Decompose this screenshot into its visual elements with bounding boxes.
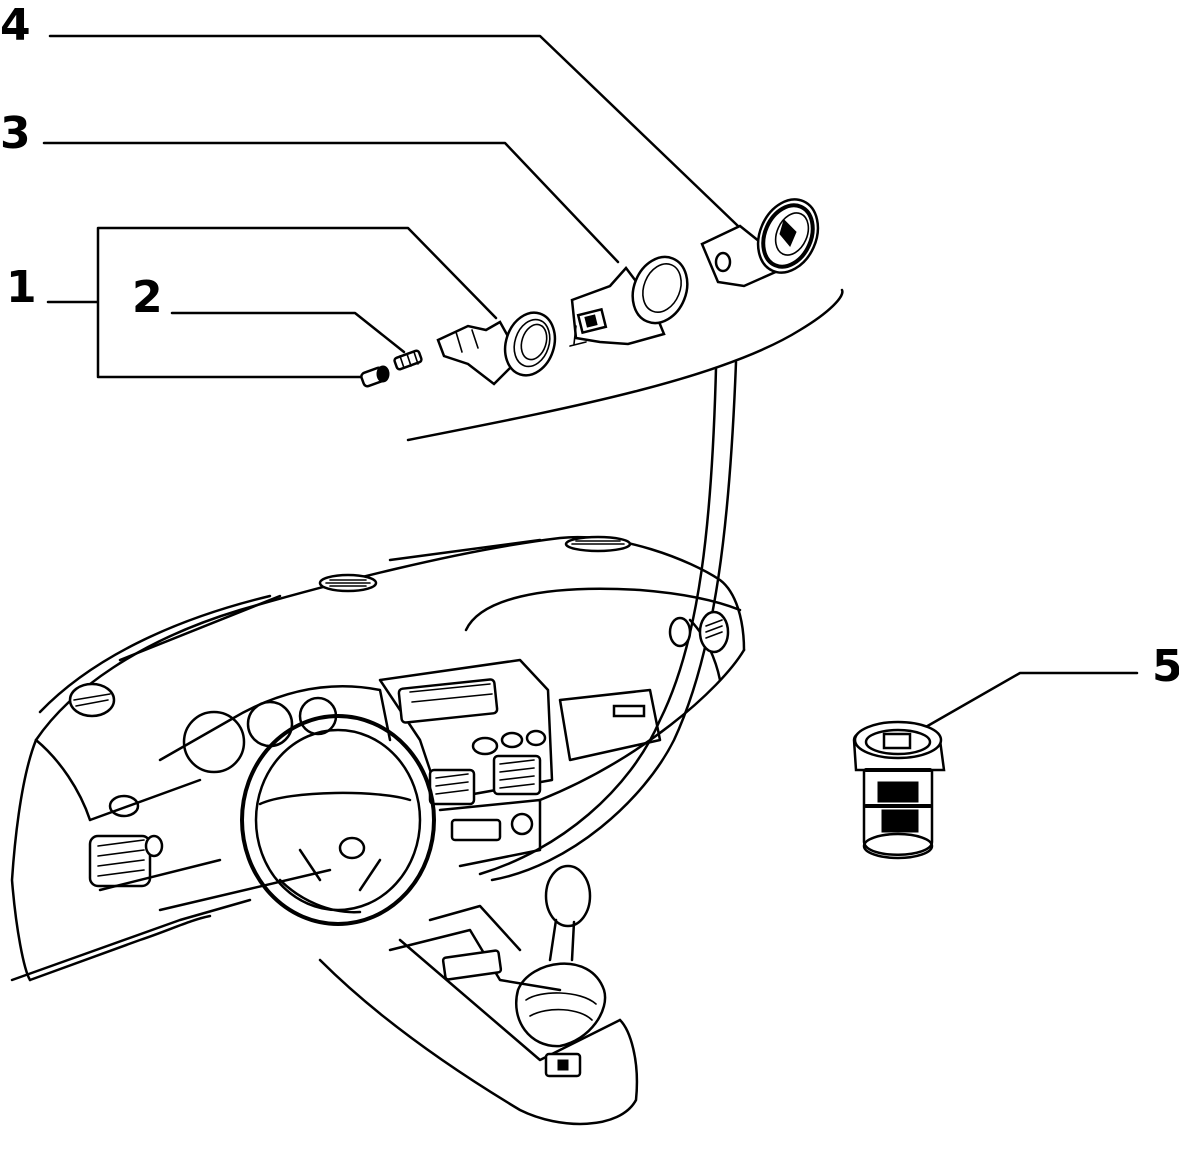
leader-line-4 — [48, 34, 740, 228]
callout-3: 3 — [0, 108, 31, 159]
connecting-wire-2 — [490, 360, 738, 882]
leader-line-1 — [46, 226, 498, 379]
callout-4: 4 — [0, 0, 31, 51]
detail-outline — [406, 288, 844, 442]
callout-2: 2 — [132, 272, 163, 323]
leader-line-2 — [170, 311, 406, 354]
bulb-small — [360, 365, 390, 388]
lighter-socket-5 — [852, 720, 946, 860]
lighter-knob-4 — [700, 198, 820, 288]
callout-5: 5 — [1152, 641, 1179, 692]
dashboard-illustration — [10, 535, 746, 1126]
lighter-socket-3 — [569, 255, 689, 347]
lighter-socket-1 — [436, 311, 557, 386]
leader-line-3 — [42, 141, 620, 264]
callout-1: 1 — [6, 262, 37, 313]
leader-lines — [42, 34, 1139, 730]
bulb-holder-2 — [393, 349, 423, 371]
leader-line-5 — [922, 671, 1139, 730]
connecting-wire — [478, 366, 718, 876]
